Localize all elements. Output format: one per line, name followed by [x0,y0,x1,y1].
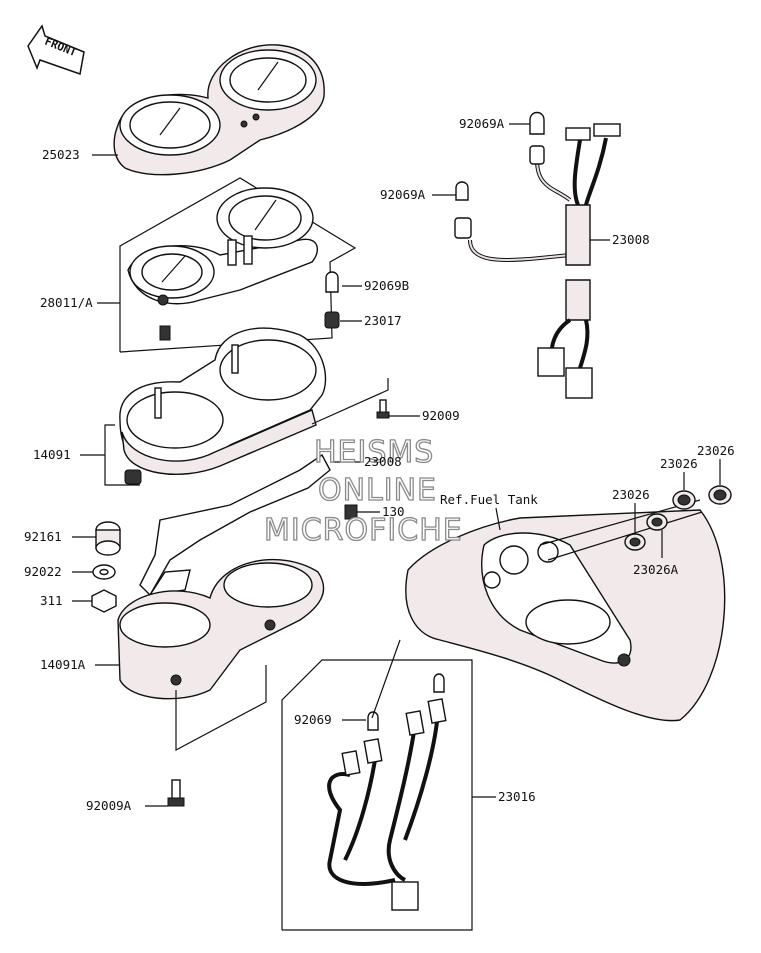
grommet-92161 [95,521,121,556]
label-23008-top: 23008 [612,232,650,247]
label-23026-a: 23026 [697,443,735,458]
label-130: 130 [382,504,405,519]
wire-harness-23016 [327,673,447,911]
washer-92022 [92,564,116,580]
label-92009a: 92009A [86,798,132,813]
bulb-92069b [325,271,339,293]
front-arrow-icon: FRONT [27,24,85,75]
socket-23017 [324,311,340,329]
label-23026a: 23026A [633,562,679,577]
watermark-line-2: ONLINE [318,473,437,508]
screw-92009 [376,399,390,419]
watermark: HEISMS ONLINE MICROFICHE [263,434,463,548]
lamp-23026-a [708,485,732,505]
watermark-line-1: HEISMS [314,435,434,470]
nut-311 [91,589,117,613]
lamp-23026-b [672,490,696,510]
label-14091a: 14091A [40,657,86,672]
bracket-28011 [119,177,357,353]
label-92009: 92009 [422,408,460,423]
label-92069a-mid: 92069A [380,187,426,202]
label-92069: 92069 [294,712,332,727]
label-92161: 92161 [24,529,62,544]
label-23016: 23016 [498,789,536,804]
meter-stay-bracket [139,453,358,597]
watermark-line-3: MICROFICHE [264,513,463,548]
fuel-tank-console [405,499,726,722]
label-92022: 92022 [24,564,62,579]
lamp-23026-c [624,533,646,551]
lower-case-14091a [117,559,325,700]
label-23008-mid: 23008 [364,454,402,469]
label-28011a: 28011/A [40,295,93,310]
label-23026-b: 23026 [660,456,698,471]
label-25023: 25023 [42,147,80,162]
label-23017: 23017 [364,313,402,328]
part-labels: 25023 28011/A 92069B 23017 92069A 92069A… [24,116,735,813]
label-23026-c: 23026 [612,487,650,502]
meter-assembly-28011 [127,187,319,341]
meter-cover-25023 [113,44,325,176]
wire-harness-23008 [454,111,621,399]
label-92069a-top: 92069A [459,116,505,131]
lamp-23026a [646,513,668,531]
screw-92009a [167,779,185,807]
meter-case-14091 [119,327,327,485]
bracket-23016 [281,659,473,931]
label-311: 311 [40,593,63,608]
label-92069b: 92069B [364,278,409,293]
leader-lines [72,123,721,807]
reference-fuel-tank: Ref.Fuel Tank [440,492,538,507]
label-14091: 14091 [33,447,71,462]
